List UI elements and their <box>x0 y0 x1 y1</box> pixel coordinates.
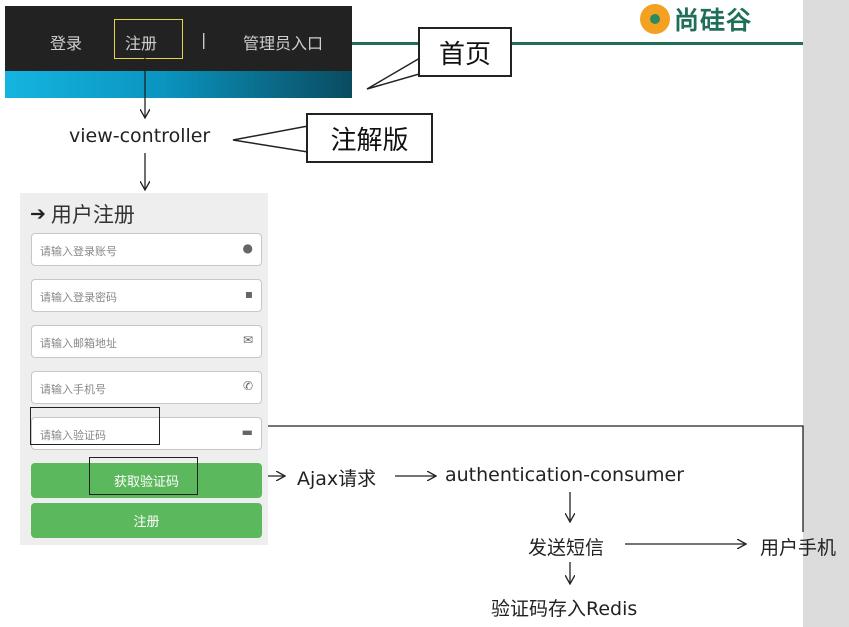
arrow-phone-to-code-field <box>162 426 804 532</box>
user-icon: ● <box>242 241 253 255</box>
callout-annot-pointer <box>232 125 309 153</box>
get-code-button-label: 获取验证码 <box>113 475 179 490</box>
callout-home-text: 首页 <box>438 39 491 70</box>
label-send-sms: 发送短信 <box>528 537 605 559</box>
sign-in-icon: ➔ <box>30 203 46 225</box>
code-field-highlight-box <box>30 407 160 445</box>
phone-icon: ✆ <box>242 379 253 393</box>
email-placeholder: 请输入邮箱地址 <box>40 337 117 350</box>
site-logo: 尚硅谷 <box>640 2 752 36</box>
label-view-controller: view-controller <box>69 125 211 147</box>
header-gradient-strip <box>5 71 352 98</box>
callout-home: 首页 <box>418 27 512 77</box>
register-form-title: ➔ 用户注册 <box>30 199 135 229</box>
register-submit-button[interactable]: 注册 <box>31 503 262 538</box>
code-placeholder: 请输入验证码 <box>40 429 106 442</box>
label-store-redis: 验证码存入Redis <box>491 598 638 620</box>
top-nav-bar: 登录 注册 | 管理员入口 <box>5 6 352 71</box>
nav-register-link[interactable]: 注册 <box>125 34 158 53</box>
phone-input[interactable]: 请输入手机号 ✆ <box>31 371 262 404</box>
lock-icon: ▪ <box>244 287 253 301</box>
label-authentication-consumer: authentication-consumer <box>445 464 685 486</box>
phone-placeholder: 请输入手机号 <box>40 383 106 396</box>
callout-home-pointer <box>366 57 434 90</box>
code-button-highlight-box <box>89 457 198 495</box>
register-submit-label: 注册 <box>133 515 160 530</box>
password-placeholder: 请输入登录密码 <box>40 291 117 304</box>
nav-admin-link[interactable]: 管理员入口 <box>243 34 324 53</box>
callout-annotation-text: 注解版 <box>330 125 409 156</box>
comment-icon: ▬ <box>241 425 253 439</box>
label-ajax-request: Ajax请求 <box>297 468 377 490</box>
header-divider-line <box>350 42 803 45</box>
nav-separator: | <box>201 30 207 49</box>
logo-text: 尚硅谷 <box>674 6 753 35</box>
form-title-text: 用户注册 <box>50 203 135 227</box>
password-input[interactable]: 请输入登录密码 ▪ <box>31 279 262 312</box>
callout-annotation: 注解版 <box>306 113 433 163</box>
right-scroll-strip <box>803 0 849 627</box>
account-placeholder: 请输入登录账号 <box>40 245 117 258</box>
label-user-phone: 用户手机 <box>760 537 837 559</box>
account-input[interactable]: 请输入登录账号 ● <box>31 233 262 266</box>
envelope-icon: ✉ <box>242 333 253 347</box>
nav-login-link[interactable]: 登录 <box>50 34 83 53</box>
get-code-button[interactable]: 获取验证码 <box>31 463 262 498</box>
register-highlight-box <box>114 19 183 59</box>
logo-mark-icon <box>640 4 670 34</box>
email-input[interactable]: 请输入邮箱地址 ✉ <box>31 325 262 358</box>
